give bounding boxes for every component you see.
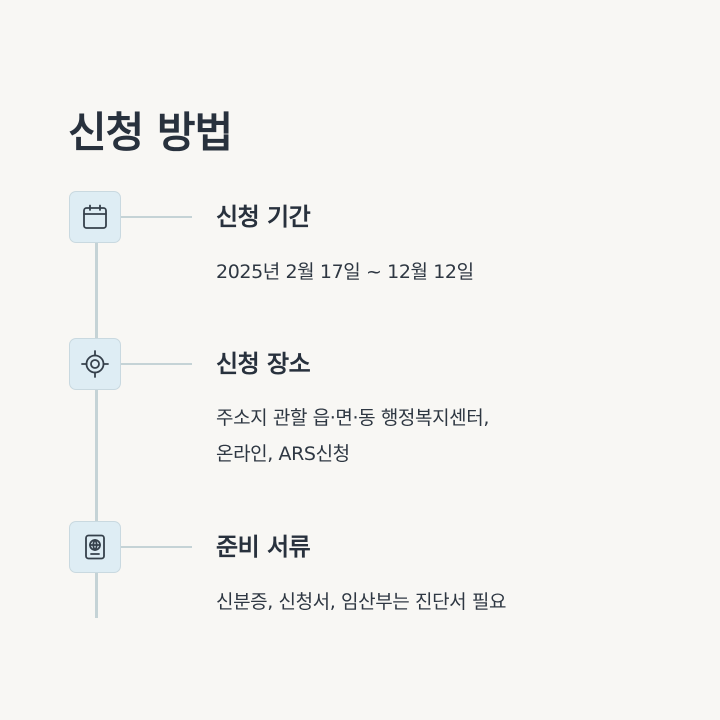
- step-connector: [120, 216, 192, 218]
- step-description-line: 주소지 관할 읍·면·동 행정복지센터,: [216, 407, 489, 429]
- passport-icon: [69, 521, 121, 573]
- step-description-line: 온라인, ARS신청: [216, 443, 350, 465]
- step-connector: [120, 363, 192, 365]
- timeline-line: [95, 240, 98, 618]
- calendar-icon: [69, 191, 121, 243]
- target-icon: [69, 338, 121, 390]
- step-description-line: 2025년 2월 17일 ~ 12월 12일: [216, 261, 474, 283]
- step-description-line: 신분증, 신청서, 임산부는 진단서 필요: [216, 591, 507, 613]
- step-title: 신청 장소: [216, 350, 311, 378]
- step-title: 신청 기간: [216, 203, 311, 231]
- step-title: 준비 서류: [216, 533, 311, 561]
- page-title: 신청 방법: [68, 108, 233, 157]
- step-connector: [120, 546, 192, 548]
